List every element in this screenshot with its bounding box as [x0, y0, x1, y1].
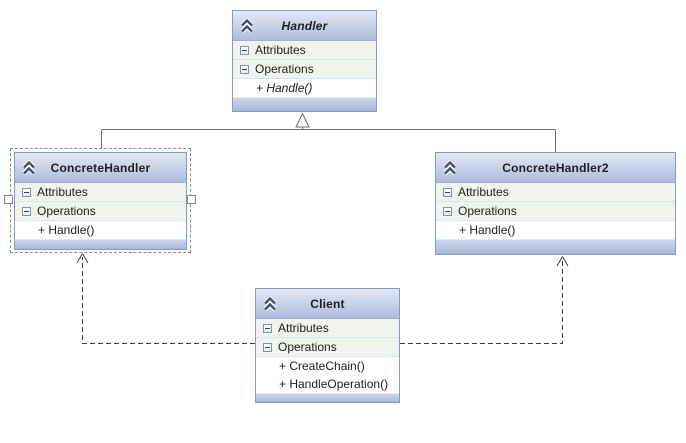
section-label: Operations — [255, 62, 314, 76]
section-label: Attributes — [37, 185, 88, 199]
class-header: ConcreteHandler2 — [436, 153, 675, 183]
collapse-minus-icon[interactable] — [240, 64, 249, 74]
collapse-minus-icon[interactable] — [263, 323, 272, 333]
collapse-minus-icon[interactable] — [443, 206, 452, 216]
member-operation[interactable]: + CreateChain() — [256, 357, 399, 375]
class-title: Handler — [281, 18, 328, 33]
class-box-concrete-handler[interactable]: ConcreteHandler Attributes Operations + … — [14, 152, 187, 250]
member-operation[interactable]: + HandleOperation() — [256, 375, 399, 393]
dependency-connector-right[interactable] — [400, 256, 569, 344]
collapse-chevron-icon[interactable] — [21, 160, 37, 176]
operations-section-row: Operations — [436, 202, 675, 221]
collapse-minus-icon[interactable] — [443, 187, 452, 197]
class-header: Client — [256, 289, 399, 319]
member-operation[interactable]: + Handle() — [436, 221, 675, 239]
bottom-strip — [233, 97, 376, 111]
resize-handle-right[interactable] — [187, 195, 196, 204]
class-header: ConcreteHandler — [15, 153, 186, 183]
resize-handle-left[interactable] — [4, 195, 13, 204]
section-label: Attributes — [278, 321, 329, 335]
class-box-concrete-handler2[interactable]: ConcreteHandler2 Attributes Operations +… — [435, 152, 676, 255]
bottom-strip — [15, 239, 186, 249]
collapse-chevron-icon[interactable] — [442, 160, 458, 176]
open-arrowhead-icon — [556, 256, 569, 267]
collapse-chevron-icon[interactable] — [239, 18, 255, 34]
attributes-section-row: Attributes — [233, 41, 376, 60]
class-header: Handler — [233, 11, 376, 41]
class-title: Client — [310, 296, 345, 311]
section-label: Operations — [458, 204, 517, 218]
operations-section-row: Operations — [15, 202, 186, 221]
collapse-chevron-icon[interactable] — [262, 296, 278, 312]
member-operation[interactable]: + Handle() — [15, 221, 186, 239]
inheritance-connector[interactable] — [101, 112, 556, 153]
open-arrowhead-icon — [76, 253, 89, 264]
class-box-handler[interactable]: Handler Attributes Operations + Handle() — [232, 10, 377, 112]
attributes-section-row: Attributes — [436, 183, 675, 202]
collapse-minus-icon[interactable] — [22, 206, 31, 216]
collapse-minus-icon[interactable] — [240, 45, 249, 55]
member-operation[interactable]: + Handle() — [233, 79, 376, 97]
attributes-section-row: Attributes — [256, 319, 399, 338]
bottom-strip — [256, 393, 399, 402]
class-box-client[interactable]: Client Attributes Operations + CreateCha… — [255, 288, 400, 403]
class-title: ConcreteHandler — [50, 160, 151, 175]
operations-section-row: Operations — [256, 338, 399, 357]
dependency-connector-left[interactable] — [76, 253, 255, 344]
section-label: Attributes — [458, 185, 509, 199]
attributes-section-row: Attributes — [15, 183, 186, 202]
bottom-strip — [436, 239, 675, 254]
collapse-minus-icon[interactable] — [263, 342, 272, 352]
operations-section-row: Operations — [233, 60, 376, 79]
inheritance-triangle-icon — [295, 112, 310, 128]
section-label: Operations — [37, 204, 96, 218]
collapse-minus-icon[interactable] — [22, 187, 31, 197]
section-label: Attributes — [255, 43, 306, 57]
class-title: ConcreteHandler2 — [502, 160, 609, 175]
section-label: Operations — [278, 340, 337, 354]
